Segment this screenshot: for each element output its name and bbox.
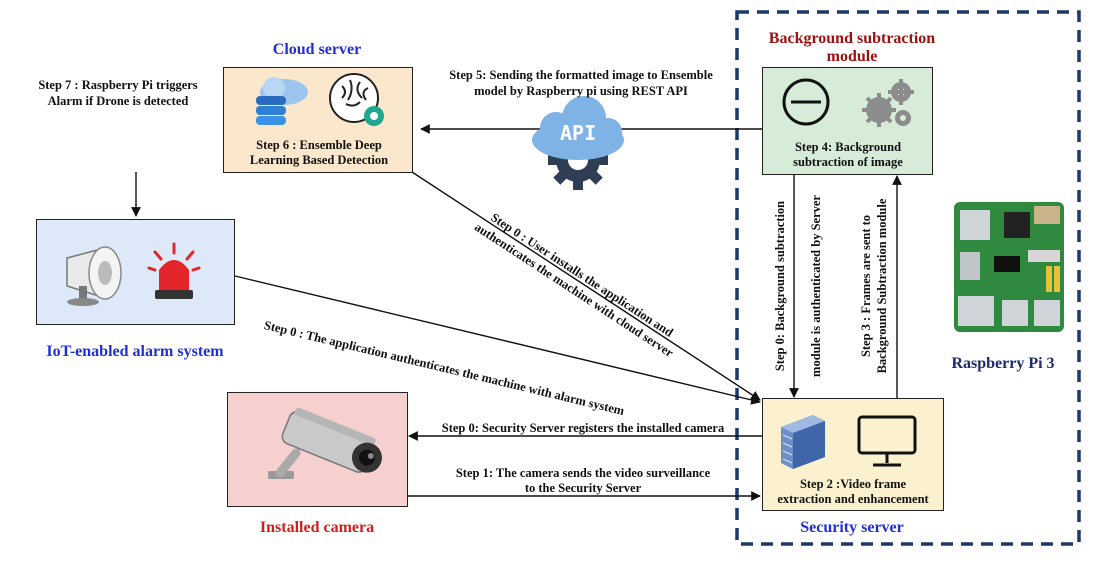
camera-title: Installed camera <box>259 519 375 536</box>
bgsub-caption-line2: subtraction of image <box>793 155 903 169</box>
security-icons <box>781 415 917 469</box>
step5-label-line1: Step 5: Sending the formatted image to E… <box>449 68 713 82</box>
raspberry-pi-title: Raspberry Pi 3 <box>951 355 1055 372</box>
cloud-caption-line2: Learning Based Detection <box>249 153 389 167</box>
step0-camera-label: Step 0: Security Server registers the in… <box>441 421 725 435</box>
api-icon <box>532 96 624 190</box>
raspberry-dashed-region <box>735 10 1081 546</box>
step0-bg-label-line2: module is authenticated by Server <box>809 195 823 377</box>
bgsub-title-line1: Background subtraction <box>768 30 936 47</box>
step1-label-line1: Step 1: The camera sends the video surve… <box>455 466 711 480</box>
server-rack-icon <box>781 415 825 469</box>
cloud-caption-line1: Step 6 : Ensemble Deep <box>256 138 382 152</box>
step7-label-line1: Step 7 : Raspberry Pi triggers <box>38 78 198 92</box>
alarm-icons <box>66 242 201 306</box>
step1-label-line2: to the Security Server <box>524 481 642 495</box>
bgsub-caption-line1: Step 4: Background <box>794 140 902 154</box>
cloud-server-title: Cloud server <box>272 41 362 58</box>
step5-label-line2: model by Raspberry pi using REST API <box>474 84 688 98</box>
bgsub-icons <box>782 78 914 127</box>
cloud-server-box: Step 6 : Ensemble Deep Learning Based De… <box>223 67 413 173</box>
step3-label-line1: Step 3 : Frames are sent to <box>859 214 873 358</box>
monitor-icon <box>857 415 917 467</box>
gears-icon <box>862 79 914 127</box>
security-camera-icon <box>268 407 382 479</box>
security-server-box: Step 2 :Video frame extraction and enhan… <box>762 398 944 511</box>
siren-horn-icon <box>66 246 122 306</box>
security-caption-line2: extraction and enhancement <box>777 492 929 506</box>
bgsub-box: Step 4: Background subtraction of image <box>762 67 933 175</box>
security-caption-line1: Step 2 :Video frame <box>799 477 907 491</box>
alarm-beacon-icon <box>147 242 201 299</box>
step7-label-line2: Alarm if Drone is detected <box>47 94 189 108</box>
raspberry-pi-board-icon <box>954 202 1064 332</box>
security-server-title: Security server <box>800 519 904 536</box>
step3-label-line2: Background Subtraction module <box>875 198 889 374</box>
edge-step0-alarm <box>234 275 761 405</box>
api-label: API <box>560 121 597 145</box>
camera-box <box>227 392 408 507</box>
alarm-system-title: IoT-enabled alarm system <box>46 343 224 360</box>
alarm-system-box <box>36 219 235 325</box>
brain-gear-icon <box>329 73 384 126</box>
cloud-icons <box>256 73 384 126</box>
step0-bg-label-line1: Step 0: Background subtraction <box>773 200 787 372</box>
bgsub-title-line2: module <box>826 48 878 65</box>
cloud-database-icon <box>256 77 308 125</box>
edge-step0-user <box>411 171 761 401</box>
minus-circle-icon <box>782 78 830 126</box>
